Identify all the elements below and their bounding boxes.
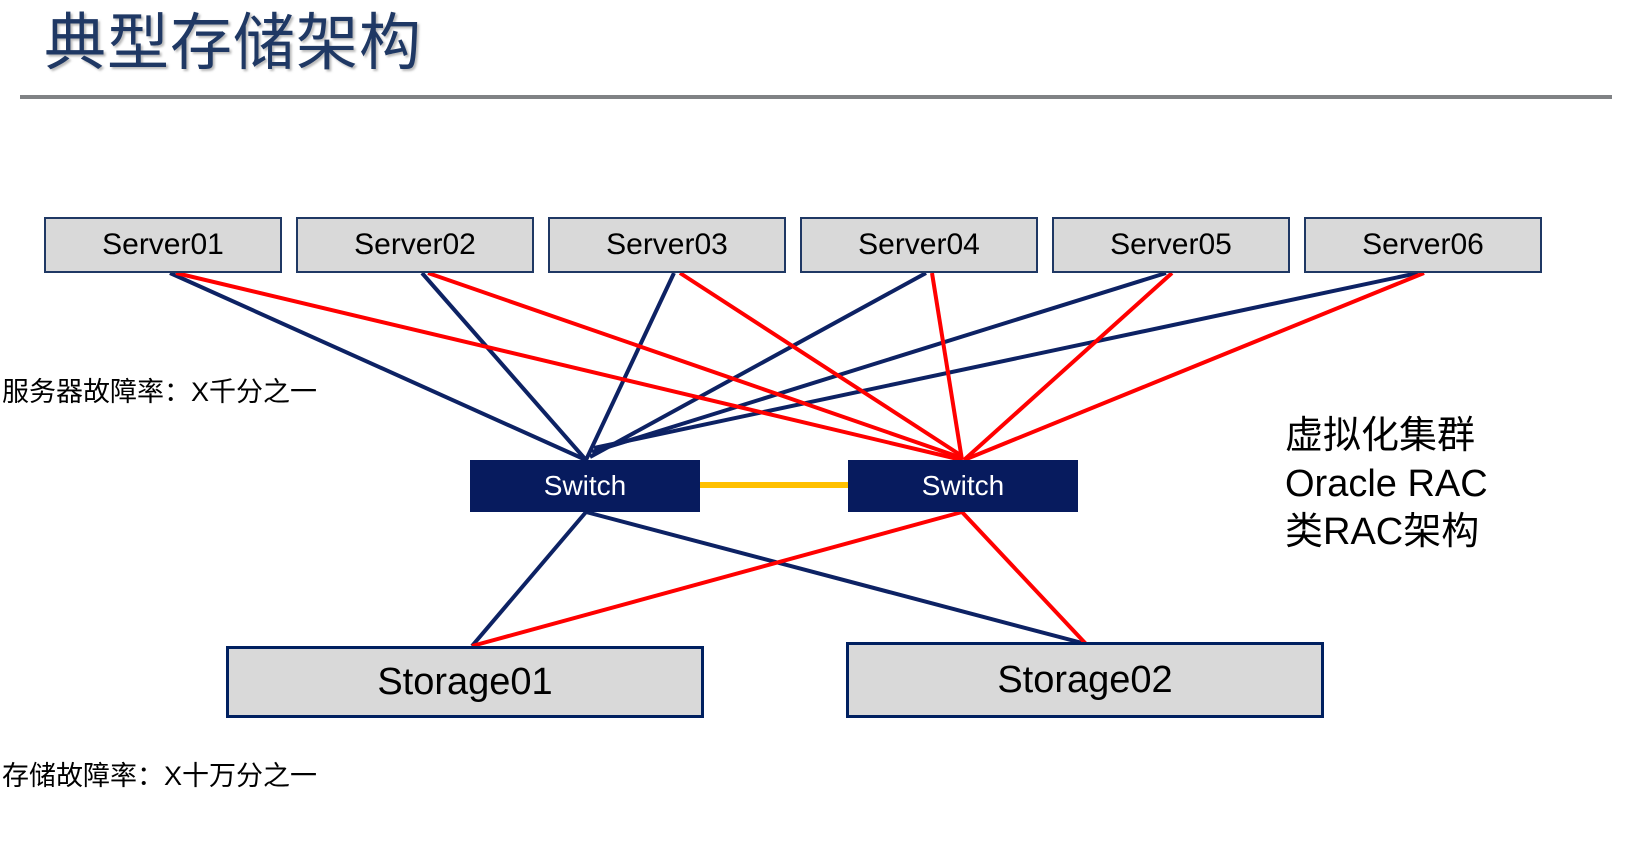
- title-divider: [20, 95, 1612, 99]
- storage-failure-rate-label: 存储故障率：X十万分之一: [2, 761, 318, 791]
- link-server1-to-switch-right: [175, 271, 963, 462]
- cluster-annotation-line-2: Oracle RAC: [1285, 463, 1488, 505]
- link-switch-right-to-storage1: [471, 510, 963, 648]
- page-title: 典型存储架构: [44, 9, 423, 78]
- storage-node-2[interactable]: Storage02: [846, 642, 1324, 718]
- link-switch-right-to-storage2: [960, 510, 1088, 646]
- storage-node-1[interactable]: Storage01: [226, 646, 704, 718]
- server-node-1-label: Server01: [102, 228, 224, 261]
- switch-node-right-label: Switch: [921, 470, 1005, 501]
- server-node-1[interactable]: Server01: [44, 217, 282, 273]
- link-server4-to-switch-left: [589, 271, 927, 459]
- server-node-5[interactable]: Server05: [1052, 217, 1290, 273]
- server-node-2[interactable]: Server02: [296, 217, 534, 273]
- link-server3-to-switch-right: [678, 271, 964, 458]
- server-node-3-label: Server03: [606, 228, 728, 261]
- link-server3-to-switch-left: [584, 272, 676, 461]
- server-node-6[interactable]: Server06: [1304, 217, 1542, 273]
- cluster-annotation-line-1: 虚拟化集群: [1285, 415, 1476, 457]
- server-node-4[interactable]: Server04: [800, 217, 1038, 273]
- switch-node-left[interactable]: Switch: [470, 460, 700, 512]
- switch-node-left-label: Switch: [543, 470, 627, 501]
- link-server4-to-switch-right: [930, 272, 964, 461]
- link-server1-to-switch-left: [169, 271, 587, 462]
- link-server2-to-switch-right: [427, 271, 963, 460]
- cluster-annotation-line-3: 类RAC架构: [1285, 511, 1480, 553]
- link-switch-left-to-storage2: [585, 510, 1087, 646]
- link-server5-to-switch-left: [591, 271, 1167, 454]
- server-node-4-label: Server04: [858, 228, 980, 261]
- server-failure-rate-label: 服务器故障率：X千分之一: [2, 377, 318, 407]
- storage-node-2-label: Storage02: [997, 658, 1173, 701]
- server-node-6-label: Server06: [1362, 228, 1484, 261]
- link-server2-to-switch-left: [420, 271, 588, 462]
- storage-node-1-label: Storage01: [377, 660, 553, 703]
- link-server6-to-switch-left: [593, 271, 1419, 450]
- switch-node-right[interactable]: Switch: [848, 460, 1078, 512]
- server-node-3[interactable]: Server03: [548, 217, 786, 273]
- cluster-annotation: 虚拟化集群 Oracle RAC 类RAC架构: [1285, 412, 1488, 556]
- server-node-5-label: Server05: [1110, 228, 1232, 261]
- link-server5-to-switch-right: [962, 271, 1174, 462]
- link-server6-to-switch-right: [963, 271, 1425, 462]
- server-node-2-label: Server02: [354, 228, 476, 261]
- link-switch-left-to-storage1: [470, 510, 588, 648]
